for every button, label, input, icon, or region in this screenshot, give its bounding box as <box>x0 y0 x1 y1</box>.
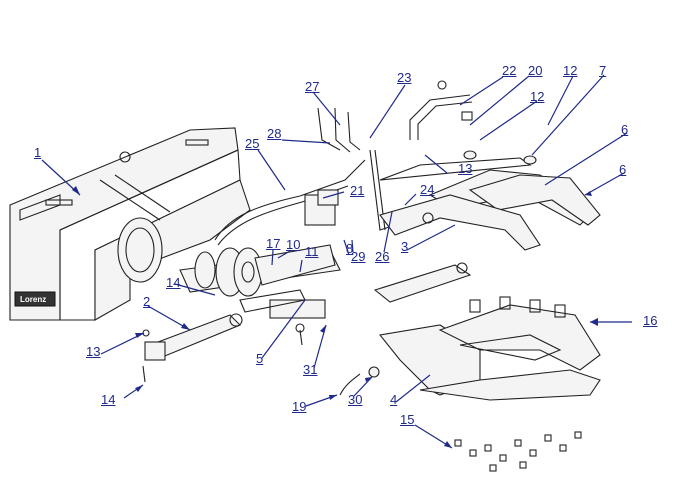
callout-5: 5 <box>256 351 264 366</box>
hydraulic-lines <box>214 107 396 246</box>
callout-29: 29 <box>351 249 366 264</box>
brand-plate-text: Lorenz <box>20 295 46 304</box>
callout-13a: 13 <box>86 344 101 359</box>
callout-8: 8 <box>346 241 354 256</box>
callout-15: 15 <box>400 412 415 427</box>
callout-7: 7 <box>599 63 607 78</box>
callout-23: 23 <box>397 70 412 85</box>
callout-16: 16 <box>643 313 658 328</box>
callout-20: 20 <box>528 63 543 78</box>
hose-and-nut <box>339 366 380 396</box>
callout-14b: 14 <box>101 392 116 407</box>
lower-arm-and-pads <box>378 296 601 401</box>
callout-12b: 12 <box>530 89 545 104</box>
loose-fasteners <box>454 431 582 472</box>
callout-3: 3 <box>401 239 409 254</box>
callout-1: 1 <box>34 145 42 160</box>
main-frame: Lorenz <box>9 127 251 321</box>
callout-6b: 6 <box>619 162 627 177</box>
lift-arms <box>379 150 601 226</box>
callout-17: 17 <box>266 236 281 251</box>
callout-2: 2 <box>143 294 151 309</box>
callout-12a: 12 <box>563 63 578 78</box>
callout-13b: 13 <box>458 161 473 176</box>
callout-6a: 6 <box>621 122 629 137</box>
callout-4: 4 <box>390 392 398 407</box>
callout-24: 24 <box>420 182 435 197</box>
callout-14a: 14 <box>166 275 181 290</box>
callout-27: 27 <box>305 79 320 94</box>
callout-31: 31 <box>303 362 318 377</box>
callout-30: 30 <box>348 392 363 407</box>
callout-19: 19 <box>292 399 307 414</box>
leader-arrowheads <box>72 186 598 448</box>
callout-22: 22 <box>502 63 517 78</box>
upper-hoses <box>409 80 473 140</box>
callout-26: 26 <box>375 249 390 264</box>
callout-11: 11 <box>305 244 319 259</box>
callout-21: 21 <box>350 183 365 198</box>
bracket-assembly <box>373 194 541 303</box>
callout-28: 28 <box>267 126 282 141</box>
callout-10: 10 <box>286 237 301 252</box>
callout-25: 25 <box>245 136 260 151</box>
cylinder-left <box>142 313 243 383</box>
center-axle <box>179 244 341 346</box>
brand-plate <box>14 291 56 307</box>
